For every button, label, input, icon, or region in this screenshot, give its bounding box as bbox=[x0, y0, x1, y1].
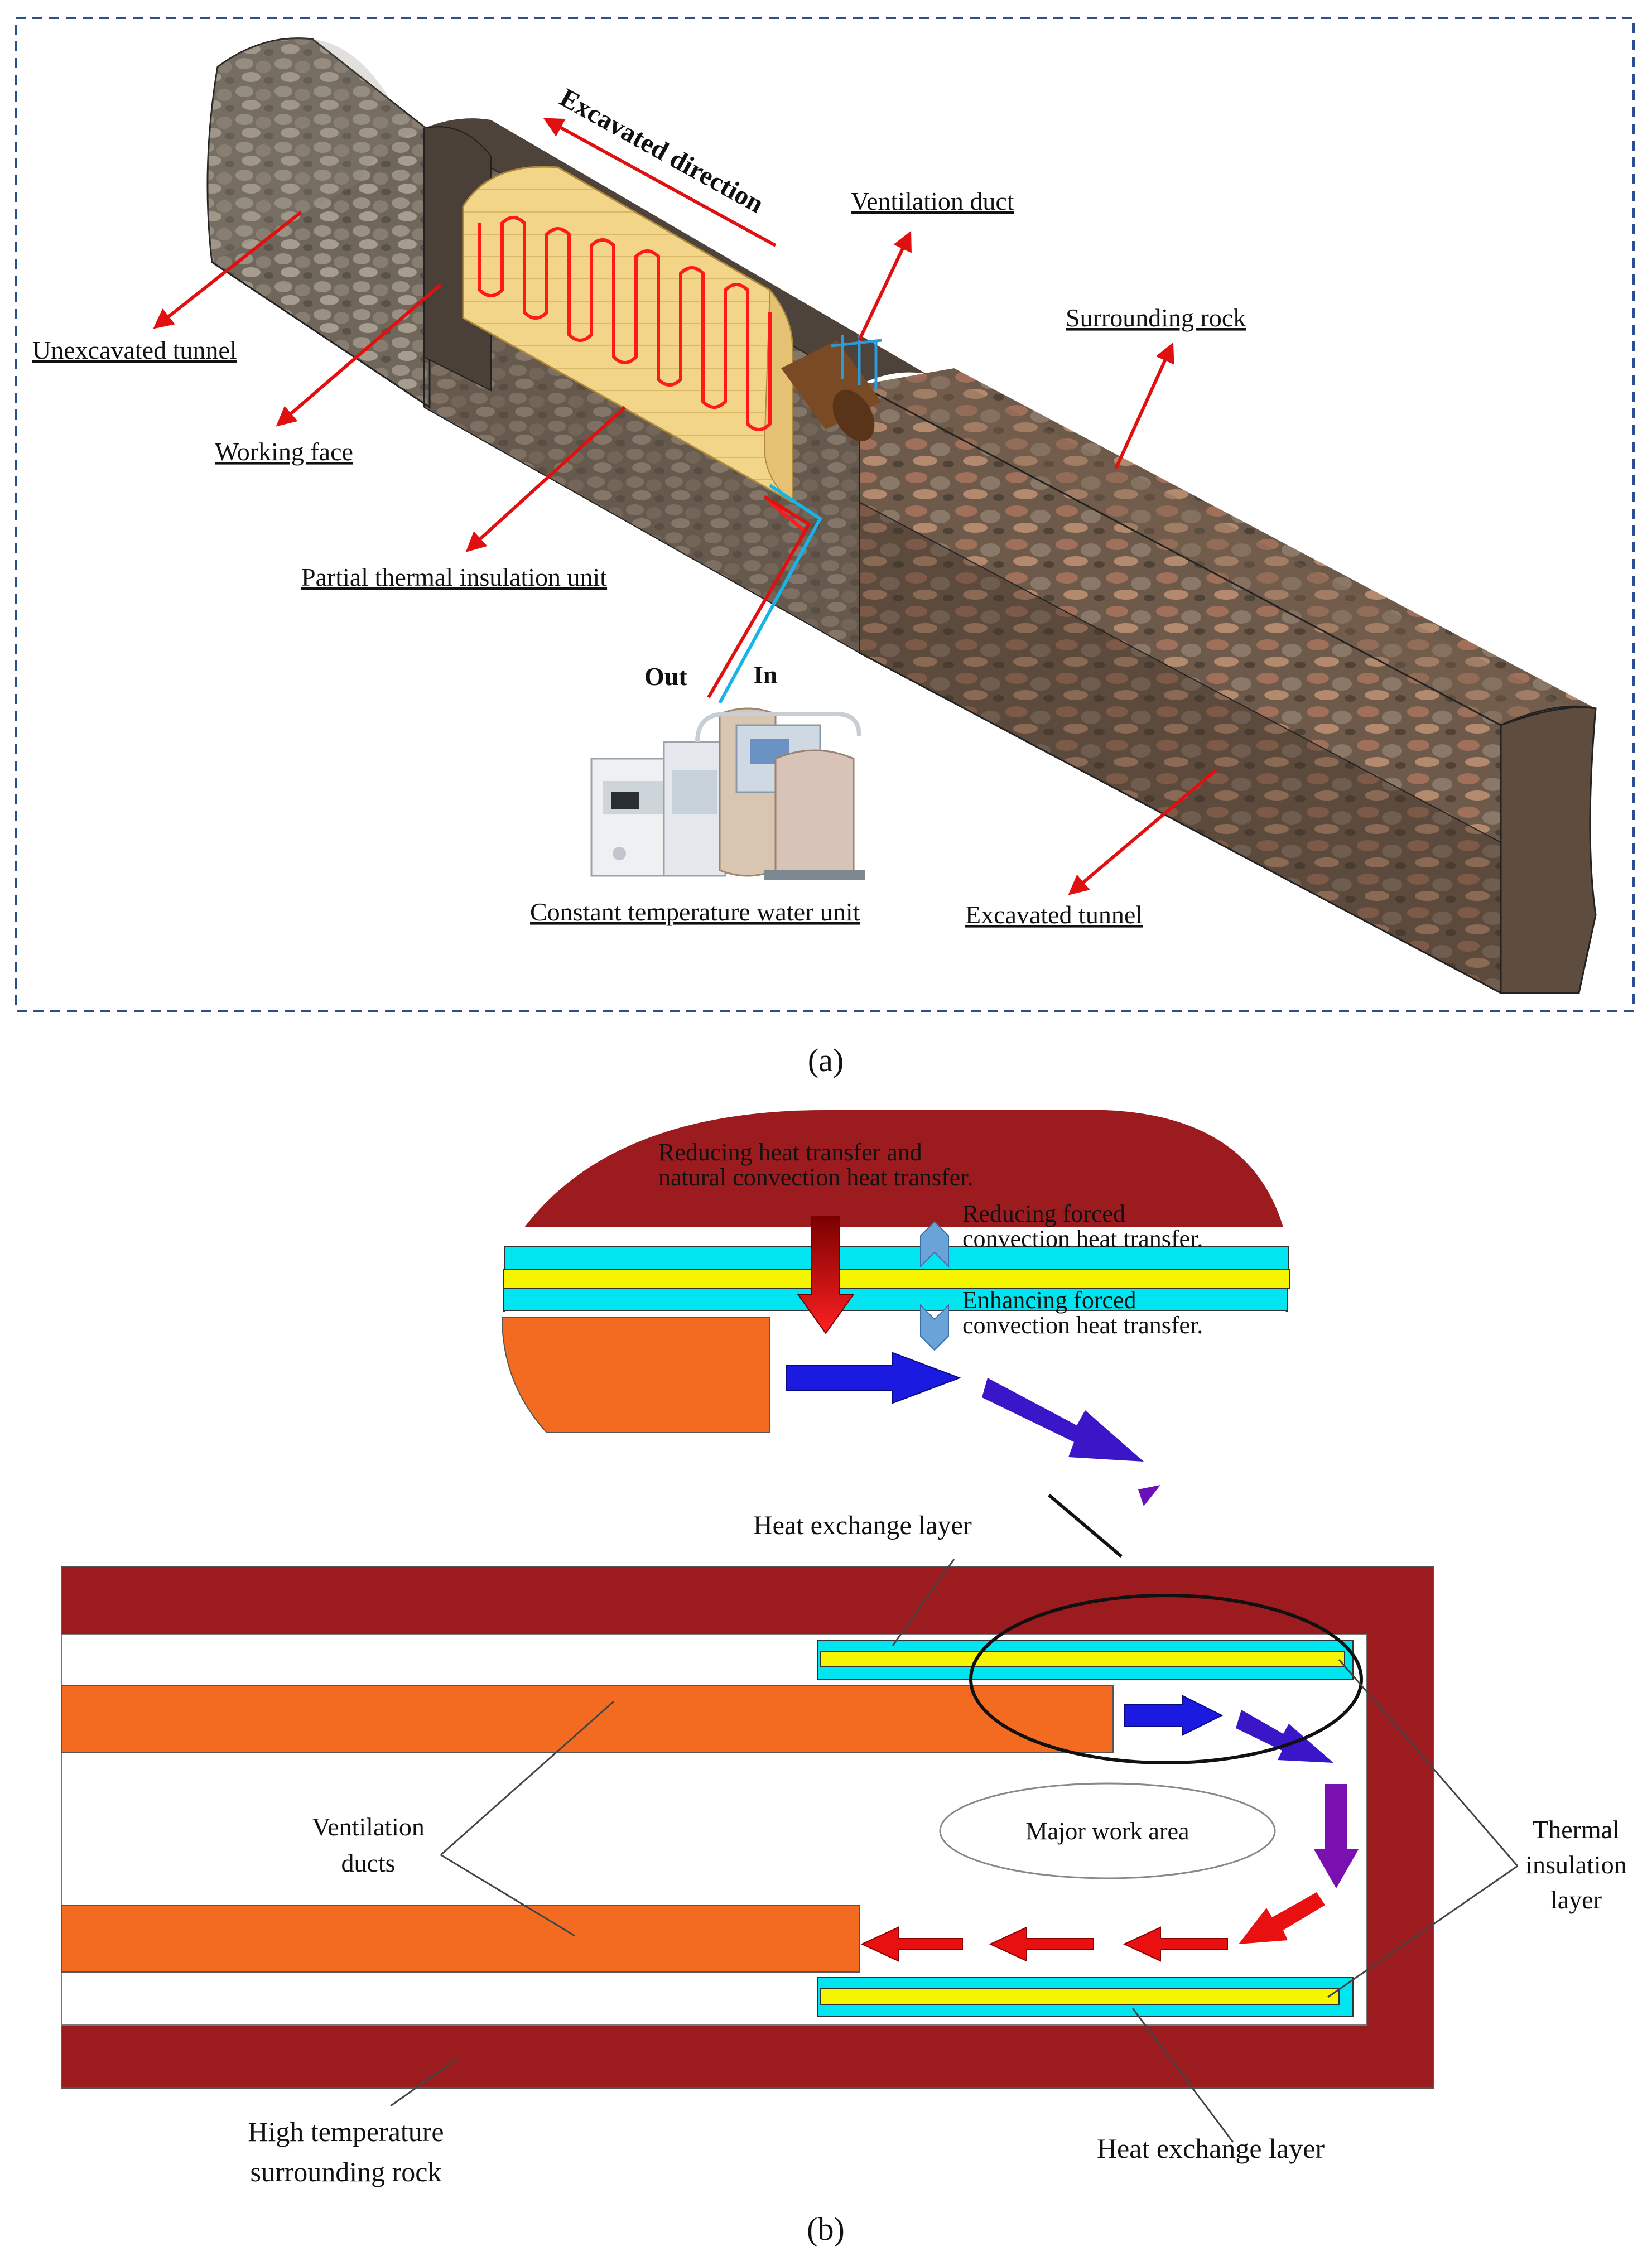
reducing-forced-label-1: Reducing forced bbox=[962, 1200, 1125, 1227]
zoom-duct bbox=[501, 1317, 770, 1433]
partial-thermal-insulation-unit bbox=[462, 166, 805, 532]
ventilation-duct bbox=[781, 335, 882, 442]
in-label: In bbox=[753, 660, 777, 689]
unexcavated-tunnel-pointer bbox=[153, 210, 302, 329]
ventilation-label-2: ducts bbox=[341, 1849, 395, 1877]
enhancing-forced-label-2: convection heat transfer. bbox=[962, 1312, 1203, 1339]
panel-a-caption: (a) bbox=[808, 1042, 844, 1078]
out-label: Out bbox=[644, 662, 687, 691]
flow-red-arrow-1 bbox=[1239, 1892, 1325, 1944]
flow-blue-arrow-1 bbox=[1124, 1695, 1224, 1736]
excavated-direction-arrow bbox=[543, 118, 777, 247]
panel-b-caption: (b) bbox=[807, 2211, 845, 2247]
zoom-yellow bbox=[503, 1269, 1290, 1289]
flow-purple-arrow bbox=[1314, 1784, 1359, 1888]
water-pipes bbox=[707, 484, 822, 704]
leader-lines bbox=[390, 1559, 1519, 2143]
reducing-label-1: Reducing heat transfer and bbox=[658, 1139, 922, 1166]
panel-a-frame bbox=[15, 17, 1635, 1012]
lower-ventilation-duct bbox=[61, 1905, 860, 1973]
zoom-cyan-top bbox=[504, 1246, 1289, 1270]
major-work-area bbox=[939, 1782, 1276, 1879]
heat-exchange-top-label: Heat exchange layer bbox=[753, 1511, 972, 1540]
zoom-blue-arrow-1 bbox=[786, 1352, 961, 1404]
zoom-cyan-bottom bbox=[503, 1288, 1288, 1312]
zoom-rock bbox=[524, 1110, 1283, 1227]
zoom-blue-arrow-2 bbox=[982, 1378, 1144, 1462]
high-temp-label-2: surrounding rock bbox=[251, 2156, 442, 2187]
partial-insulation-label: Partial thermal insulation unit bbox=[301, 563, 607, 591]
ventilation-duct-pointer bbox=[858, 230, 912, 341]
panel-b: Reducing heat transfer and natural conve… bbox=[61, 1110, 1627, 2247]
excavated-tunnel-pointer bbox=[1068, 768, 1217, 895]
excavated-tunnel-label: Excavated tunnel bbox=[965, 900, 1143, 929]
surrounding-rock-label: Surrounding rock bbox=[1066, 303, 1246, 332]
flow-red-arrow-3 bbox=[989, 1926, 1094, 1962]
unexcavated-tunnel-label: Unexcavated tunnel bbox=[32, 336, 237, 364]
ventilation-duct-label: Ventilation duct bbox=[851, 187, 1014, 215]
insulation-layer-bottom bbox=[820, 1988, 1340, 2005]
thermal-label-2: insulation bbox=[1525, 1850, 1626, 1879]
heating-coil bbox=[478, 216, 772, 431]
zoom-white-bottom-gap bbox=[505, 1311, 1286, 1319]
partial-insulation-pointer bbox=[465, 406, 627, 552]
working-face-pointer bbox=[276, 283, 442, 427]
surrounding-rock-pointer bbox=[1114, 342, 1174, 470]
major-work-area-label: Major work area bbox=[1025, 1817, 1189, 1845]
zoom-white-gap bbox=[508, 1227, 1289, 1250]
reducing-forced-label-2: convection heat transfer. bbox=[962, 1225, 1203, 1252]
unexcavated-tunnel bbox=[206, 37, 431, 409]
panel-a: Excavated direction Ventilation duct Une… bbox=[15, 17, 1635, 1078]
ventilation-label-1: Ventilation bbox=[312, 1812, 425, 1841]
tunnel-plan: Major work area bbox=[61, 1566, 1434, 2089]
reducing-label-2: natural convection heat transfer. bbox=[658, 1164, 973, 1191]
thermal-label-1: Thermal bbox=[1533, 1815, 1620, 1844]
upper-ventilation-duct bbox=[61, 1685, 1114, 1753]
water-unit bbox=[590, 707, 865, 880]
flow-blue-arrow-2 bbox=[1236, 1710, 1333, 1763]
zoom-ellipse bbox=[969, 1594, 1363, 1764]
excavated-tunnel bbox=[858, 368, 1597, 994]
reducing-chevron-icon bbox=[920, 1221, 949, 1268]
insulation-layer-top bbox=[820, 1651, 1345, 1667]
thermal-label-3: layer bbox=[1550, 1886, 1602, 1914]
flow-red-arrow-4 bbox=[860, 1926, 963, 1962]
enhancing-chevron-icon bbox=[920, 1304, 949, 1351]
zoom-detail: Reducing heat transfer and natural conve… bbox=[501, 1110, 1290, 1506]
working-face-label: Working face bbox=[215, 437, 353, 466]
water-unit-label: Constant temperature water unit bbox=[530, 898, 860, 926]
red-down-arrow bbox=[797, 1216, 855, 1334]
high-temp-label-1: High temperature bbox=[248, 2116, 444, 2147]
flow-red-arrow-2 bbox=[1123, 1926, 1228, 1962]
zoom-connector-line bbox=[1048, 1493, 1123, 1558]
enhancing-forced-label-1: Enhancing forced bbox=[962, 1286, 1136, 1314]
zoom-purple-arrow bbox=[1138, 1485, 1160, 1506]
heat-exchange-bottom-label: Heat exchange layer bbox=[1097, 2133, 1325, 2164]
